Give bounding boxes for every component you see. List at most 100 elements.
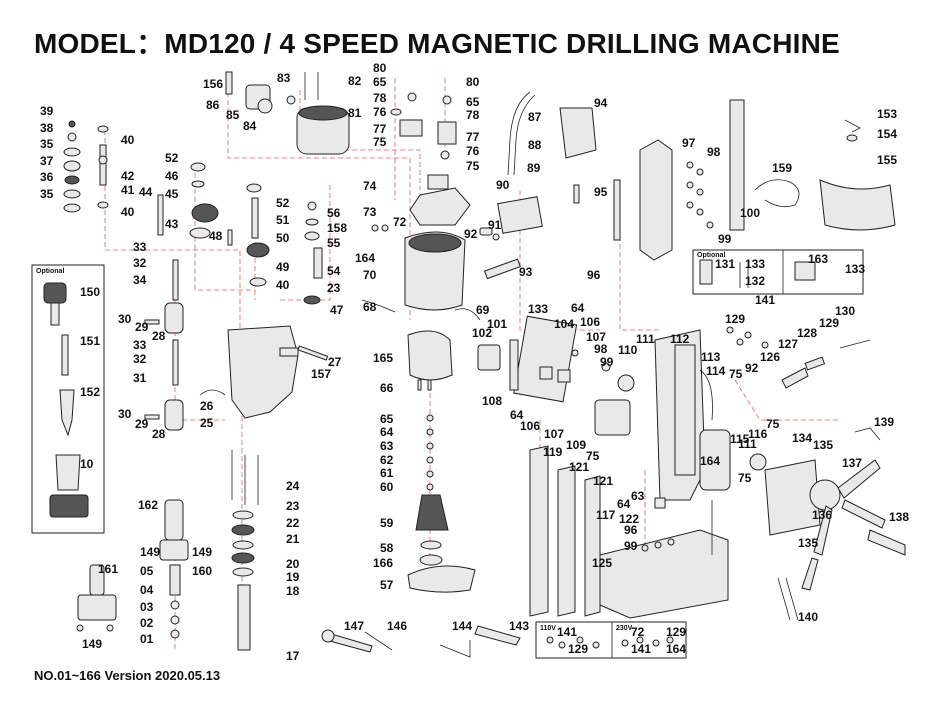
part-callout: 05 <box>140 564 154 578</box>
optional-chuck-label: Optional <box>36 268 64 275</box>
part-callout: 133 <box>845 262 865 276</box>
part-callout: 33 <box>133 338 147 352</box>
part-callout: 117 <box>596 508 616 522</box>
part-callout: 110 <box>618 343 638 357</box>
safety-chain-and-guard <box>754 119 896 231</box>
part-callout: 28 <box>152 329 166 343</box>
part-callout: 26 <box>200 399 214 413</box>
part-callout: 157 <box>311 367 331 381</box>
part-callout: 21 <box>286 532 300 546</box>
part-callout: 149 <box>82 637 102 651</box>
part-callout: 04 <box>140 583 154 597</box>
part-callout: 44 <box>139 185 153 199</box>
part-callout: 86 <box>206 98 220 112</box>
part-callout: 75 <box>738 471 752 485</box>
voltage-option-box: 110V 230V <box>535 621 687 659</box>
part-callout: 127 <box>778 337 798 351</box>
part-callout: 65 <box>380 412 394 426</box>
part-callout: 27 <box>328 355 342 369</box>
part-callout: 133 <box>745 257 765 271</box>
machine-body-column <box>654 329 767 501</box>
part-callout: 89 <box>527 161 541 175</box>
part-callout: 99 <box>600 355 614 369</box>
part-number-callouts: 39 38 35 37 36 35 40 42 41 40 52 46 44 4… <box>40 61 909 663</box>
part-callout: 154 <box>877 127 897 141</box>
part-callout: 73 <box>363 205 377 219</box>
part-callout: 126 <box>760 350 780 364</box>
part-callout: 19 <box>286 570 300 584</box>
part-callout: 66 <box>380 381 394 395</box>
part-callout: 99 <box>718 232 732 246</box>
part-callout: 150 <box>80 285 100 299</box>
part-callout: 112 <box>670 332 690 346</box>
part-callout: 92 <box>464 227 478 241</box>
spindle-washer-stack <box>231 450 259 651</box>
part-callout: 93 <box>519 265 533 279</box>
part-callout: 166 <box>373 556 393 570</box>
part-callout: 96 <box>624 523 638 537</box>
part-callout: 162 <box>138 498 158 512</box>
part-callout: 113 <box>701 350 721 364</box>
part-callout: 23 <box>327 281 341 295</box>
part-callout: 77 <box>466 130 480 144</box>
part-callout: 111 <box>636 332 655 346</box>
part-callout: 31 <box>133 371 147 385</box>
part-callout: 109 <box>566 438 586 452</box>
part-callout: 75 <box>373 135 387 149</box>
bearing-stack-left <box>63 120 109 213</box>
part-callout: 121 <box>569 460 589 474</box>
part-callout: 32 <box>133 256 147 270</box>
armature-assembly <box>407 330 476 593</box>
handle-assembly <box>764 427 906 621</box>
part-callout: 30 <box>118 312 132 326</box>
part-callout: 115 <box>730 432 750 446</box>
part-callout: 32 <box>133 352 147 366</box>
part-callout: 62 <box>380 453 394 467</box>
part-callout: 141 <box>557 625 577 639</box>
gear-shaft-assembly <box>157 162 323 305</box>
part-callout: 149 <box>140 545 160 559</box>
part-callout: 138 <box>889 510 909 524</box>
part-callout: 153 <box>877 107 897 121</box>
optional-chuck-box: Optional <box>31 264 105 534</box>
part-callout: 129 <box>666 625 686 639</box>
brush-caps <box>390 92 457 160</box>
part-callout: 01 <box>140 632 154 646</box>
part-callout: 92 <box>745 361 759 375</box>
part-callout: 107 <box>586 330 606 344</box>
part-callout: 72 <box>631 625 645 639</box>
part-callout: 48 <box>209 229 223 243</box>
part-callout: 59 <box>380 516 394 530</box>
part-callout: 116 <box>748 427 768 441</box>
part-callout: 133 <box>528 302 548 316</box>
part-callout: 160 <box>192 564 212 578</box>
part-callout: 144 <box>452 619 472 633</box>
part-callout: 111 <box>738 437 757 451</box>
part-callout: 151 <box>80 334 100 348</box>
part-callout: 49 <box>276 260 290 274</box>
part-callout: 75 <box>586 449 600 463</box>
part-callout: 136 <box>812 508 832 522</box>
part-callout: 97 <box>682 136 696 150</box>
part-callout: 161 <box>98 562 118 576</box>
part-callout: 35 <box>40 187 54 201</box>
part-callout: 129 <box>819 316 839 330</box>
part-callout: 88 <box>528 138 542 152</box>
part-callout: 30 <box>118 407 132 421</box>
part-callout: 164 <box>700 454 720 468</box>
part-callout: 51 <box>276 213 290 227</box>
part-callout: 159 <box>772 161 792 175</box>
part-callout: 68 <box>363 300 377 314</box>
part-callout: 94 <box>594 96 608 110</box>
voltage-230-label: 230V <box>616 625 633 632</box>
part-callout: 99 <box>624 539 638 553</box>
part-callout: 81 <box>348 106 362 120</box>
part-callout: 23 <box>286 499 300 513</box>
part-callout: 80 <box>373 61 387 75</box>
part-callout: 34 <box>133 273 147 287</box>
part-callout: 102 <box>472 326 492 340</box>
voltage-110-label: 110V <box>540 625 556 632</box>
part-callout: 91 <box>488 218 502 232</box>
part-callout: 50 <box>276 231 290 245</box>
